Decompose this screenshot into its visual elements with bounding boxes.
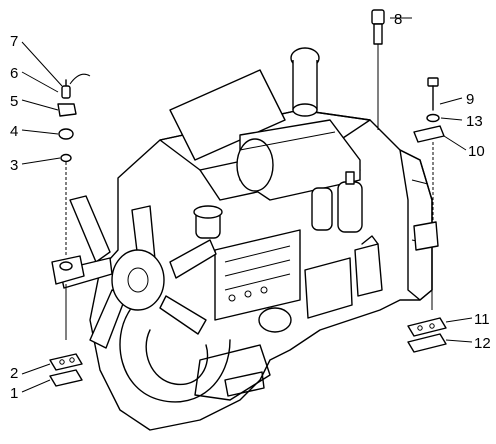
- front-mount-bracket: [51, 255, 85, 285]
- air-cleaner: [169, 47, 361, 201]
- callout-7: 7: [10, 33, 18, 50]
- callout-1: 1: [10, 385, 18, 402]
- callout-9: 9: [466, 91, 474, 108]
- fuel-filters: [193, 171, 363, 239]
- callout-12: 12: [474, 335, 491, 352]
- callout-3: 3: [10, 157, 18, 174]
- cooling-fan: [59, 195, 231, 403]
- callout-10: 10: [468, 143, 485, 160]
- callout-6: 6: [10, 65, 18, 82]
- callout-4: 4: [10, 123, 18, 140]
- callout-labels: 7 6 5 4 3 2 1 8 9 13 10 11 12: [10, 11, 491, 402]
- front-mount-parts: [49, 73, 91, 387]
- rear-mount-parts: [371, 9, 447, 353]
- callout-13: 13: [466, 113, 483, 130]
- callout-5: 5: [10, 93, 18, 110]
- leader-lines: [21, 17, 473, 393]
- callout-8: 8: [394, 11, 402, 28]
- callout-11: 11: [474, 311, 490, 328]
- callout-2: 2: [10, 365, 18, 382]
